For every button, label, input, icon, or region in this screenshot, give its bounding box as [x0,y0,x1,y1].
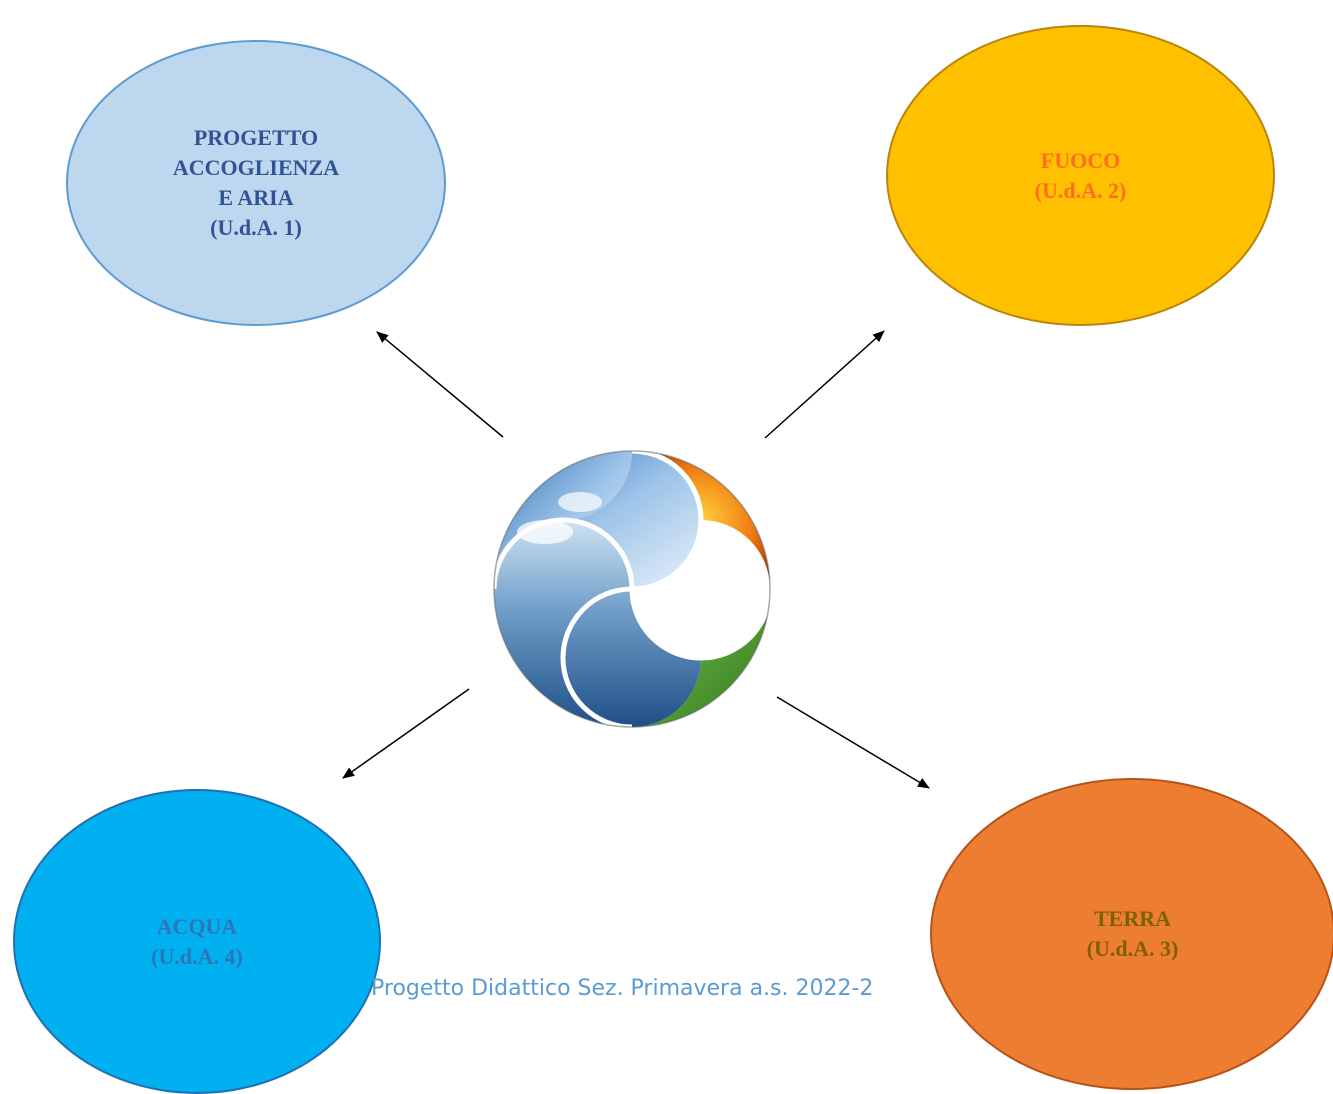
node-fuoco-label: FUOCO (U.d.A. 2) [1034,147,1127,203]
node-aria-label: PROGETTO ACCOGLIENZA E ARIA (U.d.A. 1) [172,125,340,240]
footer-text: Progetto Didattico Sez. Primavera a.s. 2… [371,976,874,1001]
arrow-to-acqua [342,688,470,779]
four-elements-emblem [493,450,771,728]
arrow-to-fuoco [764,330,885,439]
fire-quadrant [632,451,770,589]
node-acqua-label: ACQUA (U.d.A. 4) [151,913,243,969]
arrow-to-terra [776,696,930,789]
node-acqua: ACQUA (U.d.A. 4) [13,789,381,1094]
node-terra: TERRA (U.d.A. 3) [930,778,1333,1090]
earth-quadrant [632,589,770,727]
node-terra-label: TERRA (U.d.A. 3) [1086,906,1179,961]
arrow-to-aria [376,331,504,438]
water-quadrant [494,520,701,727]
air-quadrant-fill [494,451,701,589]
node-fuoco: FUOCO (U.d.A. 2) [886,25,1275,326]
node-aria: PROGETTO ACCOGLIENZA E ARIA (U.d.A. 1) [66,40,446,326]
